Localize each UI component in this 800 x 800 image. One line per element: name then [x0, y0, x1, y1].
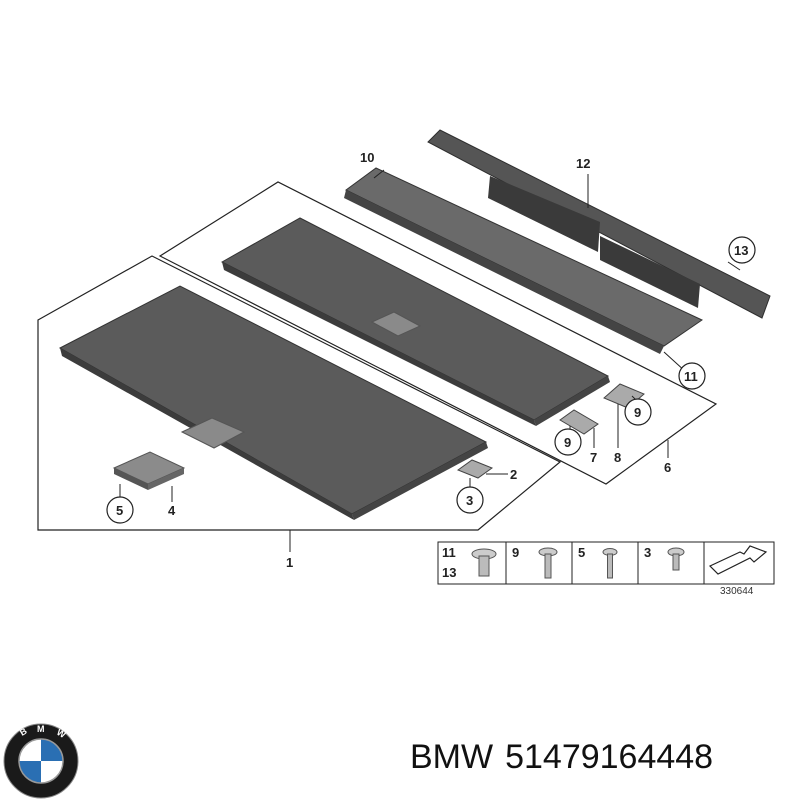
- legend-label-5: 5: [578, 545, 585, 560]
- brand-name: BMW: [410, 738, 494, 776]
- legend-label-13: 13: [442, 565, 456, 580]
- board-handle: [180, 417, 246, 449]
- callout-8: 8: [614, 450, 621, 465]
- circle-callouts: [106, 236, 756, 524]
- bmw-logo-icon: B M W: [3, 723, 79, 799]
- legend-label-9: 9: [512, 545, 519, 560]
- callout-9a: 9: [564, 435, 571, 450]
- upper-floor-board: [220, 217, 610, 426]
- callout-12: 12: [576, 156, 590, 171]
- fastener-legend: 11 13 9 5 3: [437, 541, 775, 585]
- screw-icon-2: [602, 548, 618, 579]
- svg-text:B: B: [18, 726, 29, 738]
- callout-2: 2: [510, 467, 517, 482]
- group-outline-1: [37, 255, 562, 531]
- reference-number: 330644: [720, 586, 754, 597]
- callout-4: 4: [168, 503, 176, 518]
- part-number: 51479164448: [505, 738, 714, 776]
- callout-9b: 9: [634, 405, 641, 420]
- callout-1: 1: [286, 555, 293, 570]
- callout-10: 10: [360, 150, 374, 165]
- legend-label-11: 11: [442, 545, 456, 560]
- legend-label-3: 3: [644, 545, 651, 560]
- screw-icon: [538, 547, 558, 579]
- svg-text:M: M: [37, 724, 45, 734]
- part-caption: BMW 51479164448: [410, 738, 725, 777]
- bracket-2: [456, 459, 494, 479]
- cover-part: [112, 451, 186, 490]
- cover-panel: [344, 167, 704, 354]
- callout-13: 13: [734, 243, 748, 258]
- group-outline-6: [158, 181, 718, 485]
- direction-arrow-icon: [708, 545, 768, 575]
- callout-3: 3: [466, 493, 473, 508]
- board-handle-upper: [370, 311, 422, 337]
- callout-11: 11: [684, 369, 698, 384]
- mounting-rail: [427, 129, 771, 319]
- lower-floor-board: [58, 285, 488, 520]
- push-rivet-icon: [471, 548, 497, 577]
- callout-7: 7: [590, 450, 597, 465]
- callout-5: 5: [116, 503, 123, 518]
- callout-6: 6: [664, 460, 671, 475]
- bracket-7: [559, 409, 599, 435]
- short-screw-icon: [667, 547, 685, 571]
